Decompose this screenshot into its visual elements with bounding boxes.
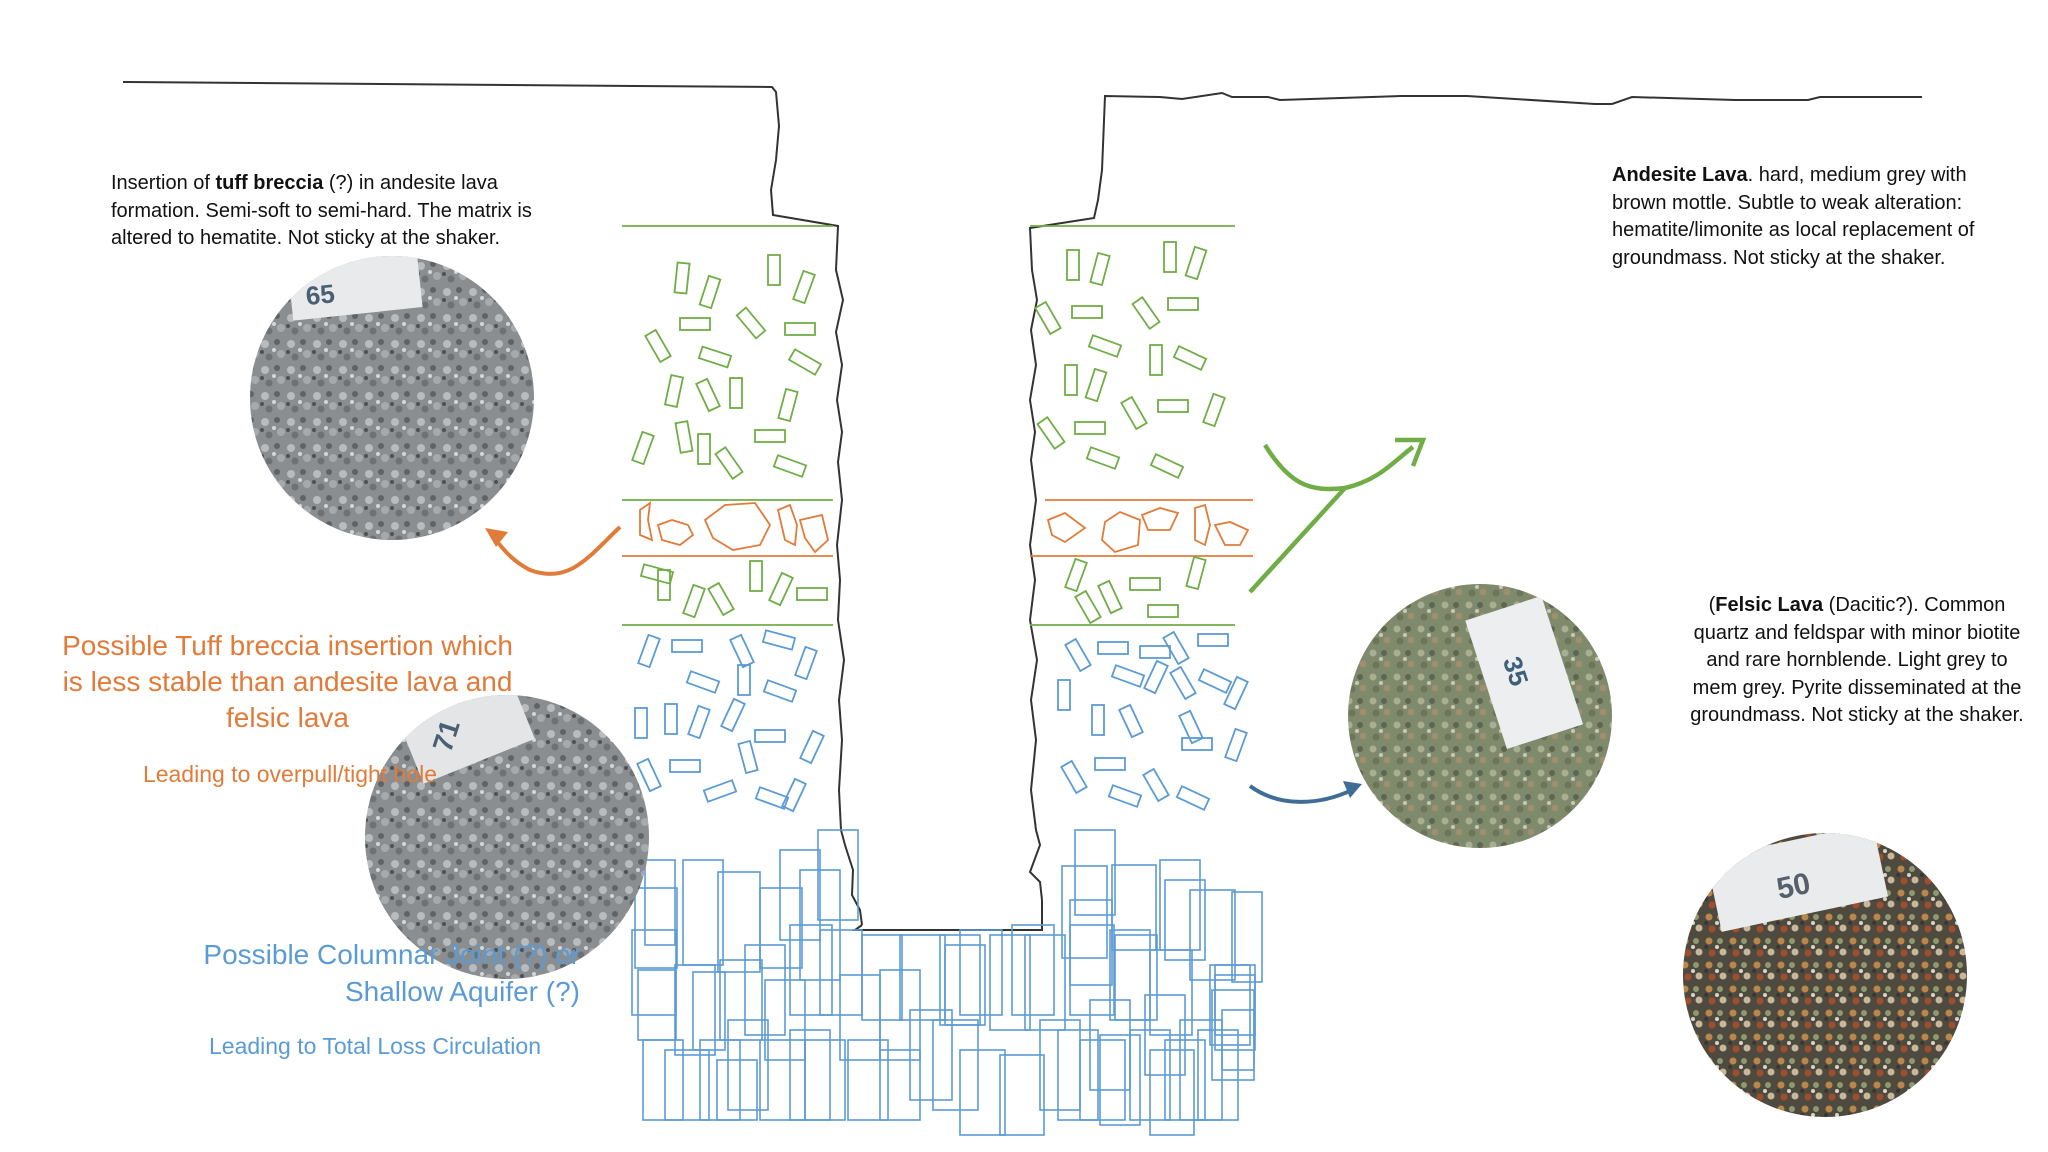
sample-photo-50: 50 bbox=[1683, 833, 1967, 1117]
tuff-risk-title: Possible Tuff breccia insertion which is… bbox=[62, 630, 513, 733]
sample-photo-35: 35 bbox=[1348, 584, 1612, 848]
sample-label-65: 65 bbox=[304, 278, 336, 311]
sample-photo-65: 65 bbox=[250, 256, 534, 540]
forked-arrow-up-right-icon bbox=[1248, 437, 1427, 594]
andesite-crystals-left bbox=[631, 254, 828, 619]
andesite-crystals-right bbox=[1034, 241, 1226, 625]
surface-right-line bbox=[1028, 91, 1922, 901]
columnar-joints bbox=[631, 829, 1263, 1136]
sample-photo-71: 71 bbox=[365, 695, 649, 979]
tuff-risk-subtitle: Leading to overpull/tight hole bbox=[142, 761, 438, 787]
tuff-breccia-description: Insertion of tuff breccia (?) in andesit… bbox=[111, 172, 532, 249]
curved-arrow-right-icon bbox=[1248, 781, 1362, 804]
aquifer-title: Possible Columnar Joint (?) or Shallow A… bbox=[203, 939, 580, 1007]
sample-label-50: 50 bbox=[1774, 867, 1814, 906]
curved-arrow-left-icon bbox=[485, 525, 622, 576]
layer-boundaries bbox=[622, 225, 1253, 626]
surface-left-line bbox=[122, 81, 863, 926]
felsic-lava-description: (Felsic Lava (Dacitic?). Common quartz a… bbox=[1690, 594, 2024, 726]
aquifer-subtitle: Leading to Total Loss Circulation bbox=[208, 1033, 541, 1059]
felsic-crystals bbox=[634, 629, 1249, 813]
andesite-lava-description: Andesite Lava. hard, medium grey with br… bbox=[1612, 164, 1975, 269]
borehole-bottom bbox=[851, 900, 1043, 931]
tuff-breccia-fragments bbox=[639, 501, 1250, 554]
